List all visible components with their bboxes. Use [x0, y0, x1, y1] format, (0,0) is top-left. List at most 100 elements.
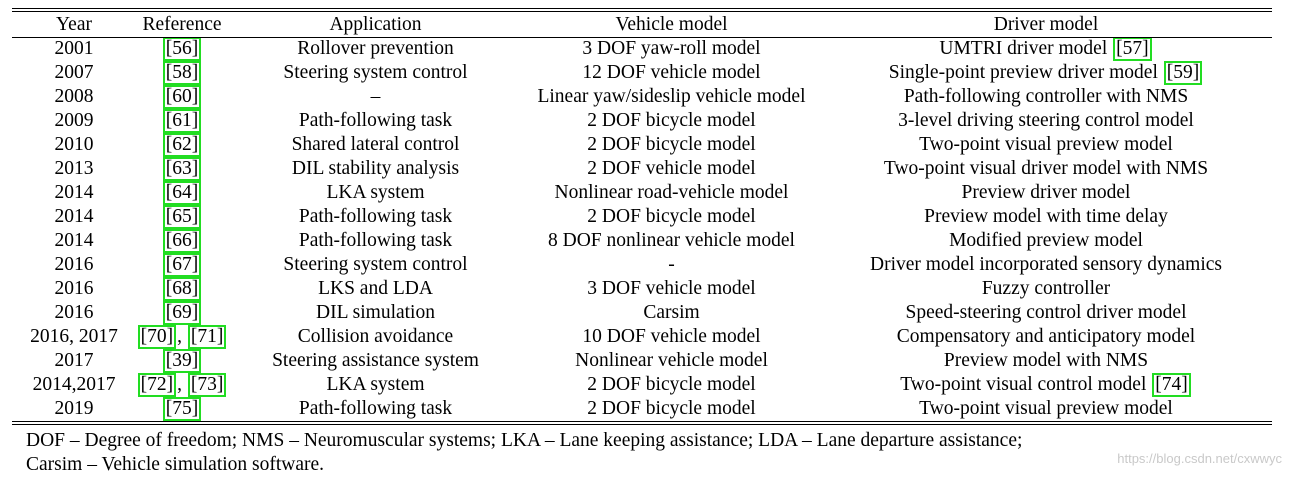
citation-number: 60: [172, 86, 192, 107]
citation-link[interactable]: [68]: [162, 277, 202, 301]
driver-model-cell: Fuzzy controller: [820, 277, 1272, 301]
driver-model-text: Preview model with time delay: [924, 206, 1168, 228]
citation-link[interactable]: [56]: [162, 37, 202, 61]
citation-link[interactable]: [66]: [162, 229, 202, 253]
footnote-line-1: DOF – Degree of freedom; NMS – Neuromusc…: [26, 430, 1023, 451]
driver-model-cell: Single-point preview driver model [59]: [820, 61, 1272, 85]
citation-link[interactable]: [62]: [162, 133, 202, 157]
driver-model-text: Single-point preview driver model: [888, 62, 1158, 83]
application-cell: LKS and LDA: [318, 278, 433, 300]
driver-model-text: UMTRI driver model: [939, 38, 1108, 59]
citation-number: 72: [147, 374, 167, 395]
driver-model-text: Modified preview model: [949, 230, 1143, 252]
header-rule: [12, 37, 1272, 38]
citation-number: 63: [172, 158, 192, 179]
vehicle-model-cell: 2 DOF bicycle model: [587, 374, 756, 396]
application-cell: Path-following task: [298, 110, 453, 132]
reference-cell: [64]: [136, 181, 228, 205]
citation-link[interactable]: [71]: [187, 325, 227, 349]
citation-number: 62: [172, 134, 192, 155]
vehicle-model-cell: 3 DOF yaw-roll model: [582, 38, 761, 60]
citation-number: 75: [172, 398, 192, 419]
driver-model-text: Two-point visual preview model: [919, 398, 1173, 420]
driver-model-cell: Path-following controller with NMS: [820, 85, 1272, 109]
top-rule-1: [12, 8, 1272, 9]
citation-link[interactable]: [70]: [137, 325, 177, 349]
reference-cell: [62]: [136, 133, 228, 157]
citation-number: 69: [172, 302, 192, 323]
header-year: Year: [56, 14, 92, 35]
year-cell: 2019: [54, 398, 94, 420]
driver-model-cell: Modified preview model: [820, 229, 1272, 253]
citation-link[interactable]: [58]: [162, 61, 202, 85]
table-row: 2016[67]Steering system control-Driver m…: [12, 253, 1272, 277]
reference-cell: [61]: [136, 109, 228, 133]
vehicle-model-cell: 3 DOF vehicle model: [587, 278, 756, 300]
vehicle-model-cell: 8 DOF nonlinear vehicle model: [548, 230, 795, 252]
citation-link[interactable]: [64]: [162, 181, 202, 205]
driver-model-cell: UMTRI driver model [57]: [820, 37, 1272, 61]
year-cell: 2014,2017: [32, 374, 116, 396]
reference-cell: [67]: [136, 253, 228, 277]
application-cell: Steering system control: [283, 62, 468, 84]
year-cell: 2001: [54, 38, 94, 60]
citation-link[interactable]: [60]: [162, 85, 202, 109]
driver-model-text: Two-point visual control model: [900, 374, 1147, 395]
application-cell: Steering assistance system: [272, 350, 479, 372]
header-vehicle-model: Vehicle model: [615, 14, 728, 35]
application-cell: Path-following task: [298, 398, 453, 420]
citation-link[interactable]: [59]: [1163, 61, 1203, 85]
application-cell: Collision avoidance: [297, 326, 454, 348]
driver-model-cell: Compensatory and anticipatory model: [820, 325, 1272, 349]
vehicle-model-cell: 10 DOF vehicle model: [582, 326, 761, 348]
header-application: Application: [329, 14, 422, 35]
citation-number: 61: [172, 110, 192, 131]
year-cell: 2007: [54, 62, 94, 84]
vehicle-model-cell: 2 DOF vehicle model: [587, 158, 756, 180]
vehicle-model-cell: 2 DOF bicycle model: [587, 206, 756, 228]
citation-link[interactable]: [65]: [162, 205, 202, 229]
header-reference: Reference: [142, 14, 222, 35]
citation-link[interactable]: [57]: [1113, 37, 1152, 61]
bottom-rule-2: [12, 424, 1272, 425]
application-cell: LKA system: [326, 374, 425, 396]
citation-link[interactable]: [63]: [162, 157, 202, 181]
citation-link[interactable]: [69]: [162, 301, 202, 325]
reference-cell: [75]: [136, 397, 228, 421]
driver-model-cell: 3-level driving steering control model: [820, 109, 1272, 133]
citation-link[interactable]: [61]: [162, 109, 202, 133]
driver-model-cell: Preview model with NMS: [820, 349, 1272, 373]
application-cell: Path-following task: [298, 230, 453, 252]
bottom-rule-1: [12, 421, 1272, 422]
citation-number: 68: [172, 278, 192, 299]
year-cell: 2014: [54, 230, 94, 252]
citation-link[interactable]: [72]: [137, 373, 177, 397]
comparison-table: Year Reference Application Vehicle model…: [12, 13, 1272, 421]
citation-link[interactable]: [73]: [187, 373, 227, 397]
application-cell: DIL simulation: [316, 302, 435, 324]
driver-model-text: Path-following controller with NMS: [903, 86, 1189, 108]
driver-model-cell: Speed-steering control driver model: [820, 301, 1272, 325]
vehicle-model-cell: Nonlinear vehicle model: [575, 350, 768, 372]
citation-link[interactable]: [39]: [162, 349, 202, 373]
driver-model-cell: Driver model incorporated sensory dynami…: [820, 253, 1272, 277]
watermark-text: https://blog.csdn.net/cxwwyc: [1117, 451, 1282, 466]
footnote-line-2: Carsim – Vehicle simulation software.: [26, 454, 325, 475]
citation-link[interactable]: [74]: [1152, 373, 1191, 397]
driver-model-text: Driver model incorporated sensory dynami…: [870, 254, 1222, 276]
driver-model-text: Compensatory and anticipatory model: [896, 326, 1196, 348]
header-row: Year Reference Application Vehicle model…: [12, 13, 1272, 37]
citation-number: 57: [1122, 38, 1143, 59]
citation-link[interactable]: [67]: [162, 253, 202, 277]
citation-link[interactable]: [75]: [162, 397, 202, 421]
reference-cell: [60]: [136, 85, 228, 109]
citation-number: 39: [172, 350, 192, 371]
